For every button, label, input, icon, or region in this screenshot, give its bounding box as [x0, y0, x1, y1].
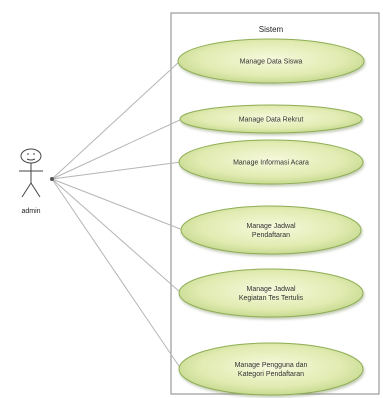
- use-case-ellipse: [177, 38, 365, 84]
- use-case-label: Kegiatan Tes Tertulis: [239, 295, 304, 302]
- use-case-label: Pendaftaran: [252, 232, 290, 239]
- use-case-ellipse: [179, 104, 363, 134]
- association-lines: [50, 60, 184, 370]
- use-case-ellipse: [178, 342, 364, 396]
- stick-figure-icon: [19, 148, 43, 198]
- actor-label: admin: [21, 208, 40, 215]
- association-line: [51, 178, 182, 294]
- use-case: Manage Data Rekrut: [179, 104, 363, 134]
- system-title: Sistem: [259, 25, 284, 34]
- association-line: [51, 178, 184, 231]
- use-case: Manage Informasi Acara: [178, 139, 364, 185]
- actor-admin: admin: [19, 148, 43, 215]
- association-line: [51, 118, 183, 180]
- use-case-ellipse: [178, 139, 364, 185]
- association-line: [51, 178, 182, 370]
- use-case: Manage Data Siswa: [177, 38, 365, 84]
- use-case-label: Manage Informasi Acara: [233, 160, 309, 167]
- association-line: [51, 60, 181, 180]
- association-line: [51, 161, 182, 180]
- use-case-label: Manage Data Rekrut: [239, 117, 304, 124]
- use-case-label: Kategori Pendaftaran: [238, 371, 304, 378]
- use-case-ellipse: [180, 205, 362, 255]
- use-case-ellipse: [178, 268, 364, 318]
- use-case-label: Manage Data Siswa: [240, 59, 303, 66]
- use-case-label: Manage Pengguna dan: [235, 362, 308, 369]
- use-case-label: Manage Jadwal: [246, 223, 295, 230]
- association-anchor: [50, 177, 54, 181]
- use-case-label: Manage Jadwal: [246, 286, 295, 293]
